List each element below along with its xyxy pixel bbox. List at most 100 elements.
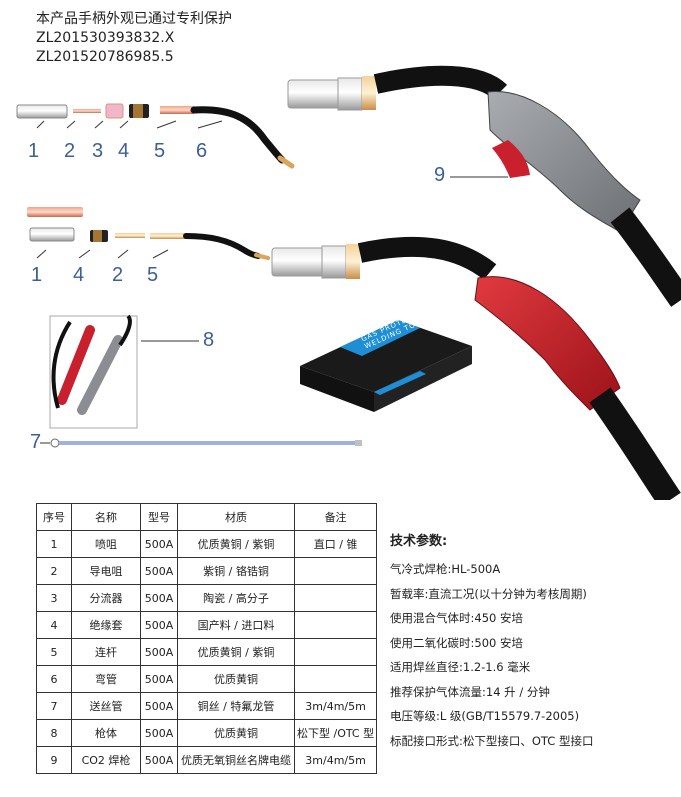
cell-material: 优质黄铜 [177,719,295,747]
cell-material: 优质黄铜 / 紫铜 [177,530,295,558]
red-handle-torch [271,236,681,500]
param-line: 气冷式焊枪:HL-500A [390,562,501,576]
cell-name: 弯管 [71,665,141,693]
label-top-1: 1 [28,140,40,162]
cell-material: 紫铜 / 铬锆铜 [177,557,295,585]
torch-body-inset [49,314,138,429]
label-mid-4: 4 [73,264,85,286]
cell-index: 7 [36,692,72,720]
patent-number-2: ZL201520786985.5 [36,49,174,65]
label-mid-2: 2 [112,264,124,286]
param-line: 电压等级:L 级(GB/T15579.7-2005) [390,709,580,723]
cell-model: 500A [140,719,178,747]
cell-model: 500A [140,746,178,774]
cell-model: 500A [140,638,178,666]
copper-tube-middle [27,207,83,217]
cell-note: 松下型 /OTC 型 [293,719,378,747]
label-9: 9 [434,164,446,186]
cell-name: 导电咀 [71,557,141,585]
gooseneck-rod-top [160,106,194,114]
cell-model: 500A [140,584,178,612]
gooseneck-bend-middle [183,233,261,259]
cell-name: CO2 焊枪 [71,746,141,774]
technical-parameters: 技术参数: 气冷式焊枪:HL-500A 暂载率:直流工况(以十分钟为考核周期) … [390,530,593,753]
cell-model: 500A [140,557,178,585]
cell-index: 5 [36,638,72,666]
col-header-model: 型号 [140,503,178,531]
cell-index: 1 [36,530,72,558]
cell-name: 绝缘套 [71,611,141,639]
cell-model: 500A [140,665,178,693]
label-7: 7 [30,431,42,453]
cell-note: 3m/4m/5m [293,692,378,720]
label-top-3: 3 [92,140,104,162]
cell-index: 6 [36,665,72,693]
patent-number-1: ZL201530393832.X [36,30,175,46]
cell-index: 3 [36,584,72,612]
cell-index: 8 [36,719,72,747]
grey-handle-torch [287,65,681,307]
patent-title: 本产品手柄外观已通过专利保护 [36,11,232,27]
label-top-6: 6 [196,140,208,162]
contact-tip-part-top [73,109,101,113]
cell-note [293,611,378,639]
cell-note: 直口 / 锥 [293,530,378,558]
diffuser-part-top [105,103,124,119]
label-top-5: 5 [154,140,166,162]
cell-material: 陶瓷 / 高分子 [177,584,295,612]
cell-model: 500A [140,530,178,558]
cell-material: 优质黄铜 [177,665,295,693]
nozzle-part-top [16,104,68,119]
patent-notice: 本产品手柄外观已通过专利保护 ZL201530393832.X ZL201520… [36,10,232,67]
cell-note [293,557,378,585]
cell-note [293,638,378,666]
cell-index: 9 [36,746,72,774]
contact-tip-part-middle [115,233,145,238]
param-line: 推荐保护气体流量:14 升 / 分钟 [390,684,550,699]
cell-name: 枪体 [71,719,141,747]
product-box [300,320,472,412]
cell-name: 分流器 [71,584,141,612]
cell-material: 优质黄铜 / 紫铜 [177,638,295,666]
params-title: 技术参数: [390,534,448,549]
gooseneck-rod-middle [150,233,186,239]
cell-index: 4 [36,611,72,639]
cell-material: 优质无氧铜丝名牌电缆 [177,746,295,774]
table-header-row: 序号 名称 型号 材质 备注 [36,503,378,531]
label-mid-5: 5 [147,264,159,286]
wire-liner [50,438,362,448]
cell-name: 送丝管 [71,692,141,720]
label-top-4: 4 [118,140,130,162]
param-line: 使用二氧化碳时:500 安培 [390,635,523,650]
param-line: 适用焊丝直径:1.2-1.6 毫米 [390,660,531,674]
cell-note [293,665,378,693]
param-line: 暂载率:直流工况(以十分钟为考核周期) [390,586,587,601]
cell-note [293,584,378,612]
col-header-material: 材质 [177,503,295,531]
cell-material: 国产料 / 进口料 [177,611,295,639]
label-8: 8 [203,329,215,351]
torch-illustration [16,65,681,500]
cell-name: 喷咀 [71,530,141,558]
col-header-index: 序号 [36,503,72,531]
param-line: 标配接口形式:松下型接口、OTC 型接口 [390,733,594,748]
col-header-note: 备注 [293,503,378,531]
col-header-name: 名称 [71,503,141,531]
param-line: 使用混合气体时:450 安培 [390,611,523,625]
label-top-2: 2 [64,140,76,162]
cell-model: 500A [140,611,178,639]
cell-note: 3m/4m/5m [293,746,378,774]
cell-index: 2 [36,557,72,585]
cell-model: 500A [140,692,178,720]
cell-material: 铜丝 / 特氟龙管 [177,692,295,720]
nozzle-part-middle [29,227,75,242]
gooseneck-bend-top [190,106,286,164]
